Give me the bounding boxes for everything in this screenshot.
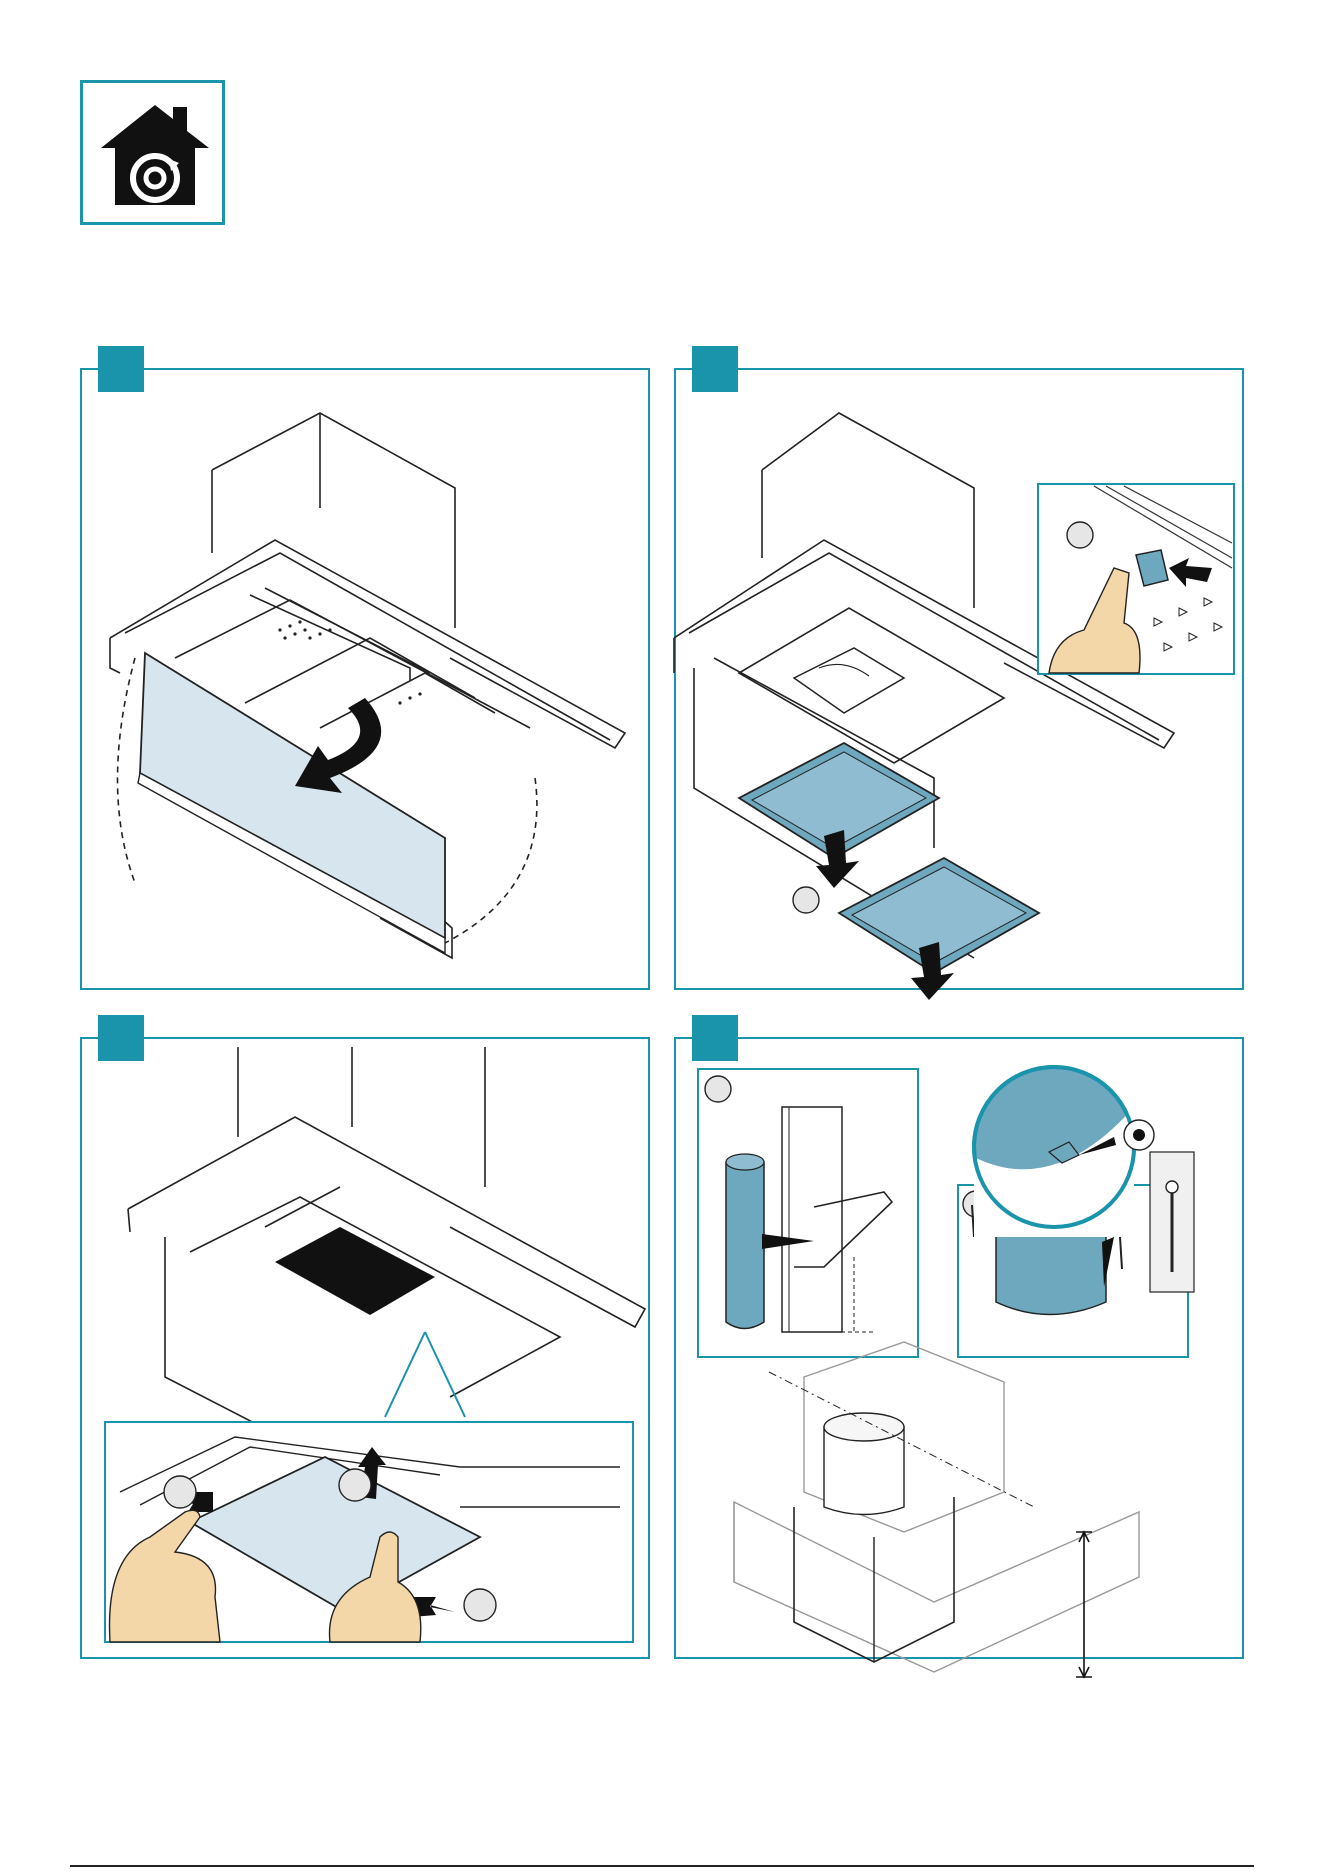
install-carbon-filter-illustration	[80, 1037, 650, 1659]
house-recirculation-icon	[83, 83, 228, 228]
mount-duct-and-bracket-illustration	[674, 1037, 1244, 1659]
footer-rule	[70, 1865, 1254, 1867]
remove-grease-filters-illustration	[674, 368, 1244, 990]
recirculation-mode-logo	[80, 80, 225, 225]
remove-front-panel-illustration	[80, 368, 650, 990]
